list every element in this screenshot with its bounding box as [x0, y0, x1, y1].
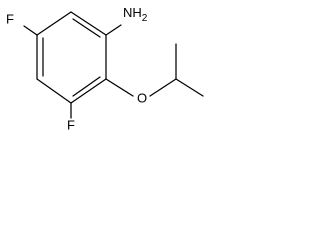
bond-ring-to-fluorine-left: [23, 25, 38, 36]
bond-oxygen-to-ch: [149, 78, 177, 97]
molecule-diagram: NH2 F F O: [6, 5, 204, 132]
bond-ring-to-oxygen: [105, 78, 134, 97]
fluorine-left-label: F: [6, 11, 14, 26]
ring-bond-c4-c5: [36, 78, 72, 104]
structure-canvas: NH2 F F O: [0, 0, 218, 138]
bond-ring-to-amine: [105, 24, 122, 36]
benzene-ring: [36, 11, 107, 104]
ring-bond-c6-c1: [36, 11, 72, 36]
ring-double-bond-inner-bottom: [72, 76, 101, 97]
oxygen-label: O: [137, 90, 147, 105]
ring-double-bond-inner-top: [72, 18, 101, 38]
amine-label-subscript: 2: [142, 13, 148, 24]
ring-bond-c3-c4: [70, 78, 107, 104]
amine-label-main: NH: [123, 5, 142, 20]
bond-ch-to-methyl-right: [175, 78, 204, 97]
fluorine-bottom-label: F: [67, 117, 75, 132]
ring-bond-c1-c2: [70, 11, 107, 36]
amine-label: NH2: [123, 5, 148, 23]
